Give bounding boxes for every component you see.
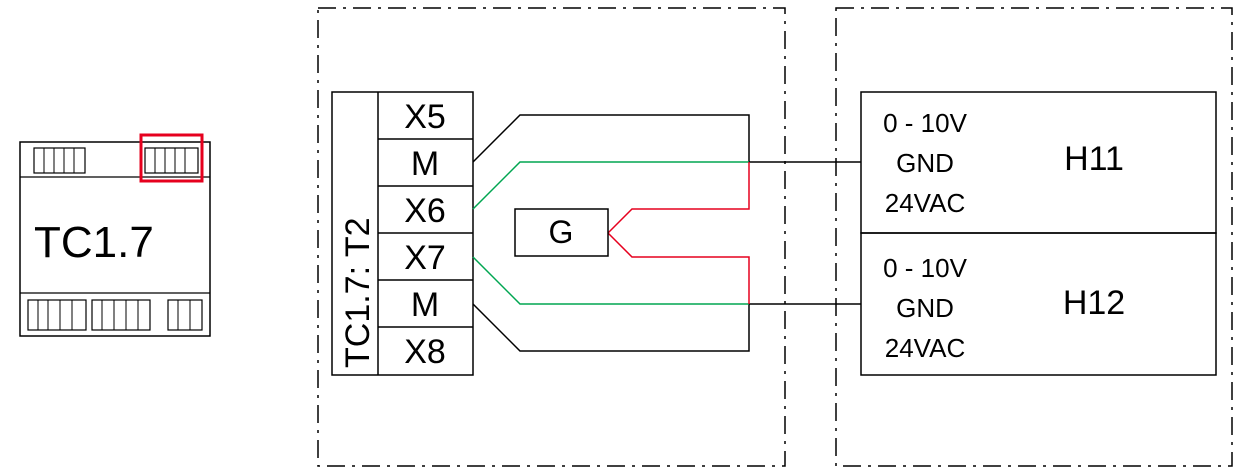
generator-box xyxy=(514,208,609,257)
h11-pin-24vac: 24VAC xyxy=(885,188,965,218)
device-h11-label: H11 xyxy=(1064,140,1124,178)
top-left-connector xyxy=(33,147,86,174)
wire-h11-m xyxy=(472,114,861,163)
wire-x6-green xyxy=(472,161,749,210)
device-h11: 0 - 10V GND 24VAC H11 xyxy=(860,91,1217,234)
device-enclosure-frame xyxy=(835,7,1233,467)
h11-pin-0-10v: 0 - 10V xyxy=(883,108,967,138)
controller-thumbnail: TC1.7 xyxy=(19,133,211,337)
highlight-frame xyxy=(139,133,204,183)
device-h12: 0 - 10V GND 24VAC H12 xyxy=(860,232,1217,376)
terminal-x6: X6 xyxy=(404,192,446,230)
generator-label: G xyxy=(549,214,574,250)
h12-pin-0-10v: 0 - 10V xyxy=(883,253,967,283)
h11-pin-gnd: GND xyxy=(896,148,954,178)
device-h12-box xyxy=(860,232,1217,376)
terminal-block-title: TC1.7: T2 xyxy=(339,217,377,368)
wire-h12-m xyxy=(472,303,861,352)
device-h12-label: H12 xyxy=(1063,284,1125,322)
wire-x7-green xyxy=(472,256,749,305)
top-right-connector xyxy=(144,147,199,174)
terminal-block: TC1.7: T2 X5 M X6 X7 M X8 xyxy=(331,91,474,376)
terminal-m-1: M xyxy=(411,145,439,183)
generator-g: G xyxy=(514,208,609,257)
wire-g-red-top xyxy=(607,162,750,234)
h12-pin-24vac: 24VAC xyxy=(885,333,965,363)
controller-label: TC1.7 xyxy=(34,218,154,267)
controller-body xyxy=(19,141,211,337)
terminal-x8: X8 xyxy=(404,333,446,371)
wire-g-red-bottom xyxy=(607,232,750,304)
controller-enclosure-frame xyxy=(317,7,786,467)
terminal-x5: X5 xyxy=(404,98,446,136)
bottom-connector-1 xyxy=(27,299,87,331)
terminal-m-2: M xyxy=(411,286,439,324)
bottom-connector-3 xyxy=(167,299,203,331)
bottom-connector-2 xyxy=(91,299,151,331)
terminal-x7: X7 xyxy=(404,239,446,277)
h12-pin-gnd: GND xyxy=(896,293,954,323)
